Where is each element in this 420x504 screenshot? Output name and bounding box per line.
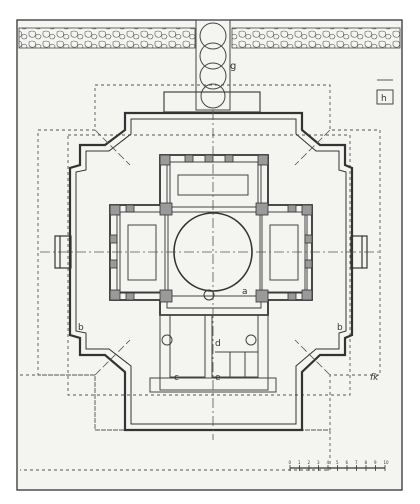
axis-lines <box>40 110 380 440</box>
scale-tick-label: 4 <box>327 460 330 465</box>
drawing-frame <box>16 19 403 491</box>
label-b-left: b <box>78 323 84 333</box>
legend-box-h <box>376 89 394 105</box>
artist-signature: fk <box>370 373 379 383</box>
piers <box>109 154 313 303</box>
south-court <box>149 314 277 393</box>
scale-tick-label: 2 <box>308 460 311 465</box>
label-a: a <box>242 287 248 297</box>
scale-tick-label: 6 <box>346 460 349 465</box>
scale-tick-label: 1 <box>298 460 301 465</box>
scale-tick-label: 5 <box>336 460 339 465</box>
scale-bar: 0 1 2 3 4 5 6 7 8 9 10 <box>289 460 390 471</box>
scale-tick-label: 8 <box>365 460 368 465</box>
side-entrances <box>54 235 368 269</box>
label-d: d <box>215 339 221 349</box>
scale-tick-label: 9 <box>374 460 377 465</box>
scale-tick-label: 10 <box>384 460 390 465</box>
label-b-right: b <box>337 323 343 333</box>
scale-tick-label: 7 <box>355 460 358 465</box>
outer-wall <box>68 111 354 432</box>
label-e: e <box>215 373 221 383</box>
label-g: g <box>230 61 236 72</box>
label-h: h <box>381 94 387 104</box>
boundary-stone-wall <box>18 27 401 49</box>
scale-tick-label: 0 <box>289 460 292 465</box>
label-c: c <box>174 373 179 383</box>
scale-tick-label: 3 <box>317 460 320 465</box>
corner-diagonals <box>94 129 331 376</box>
